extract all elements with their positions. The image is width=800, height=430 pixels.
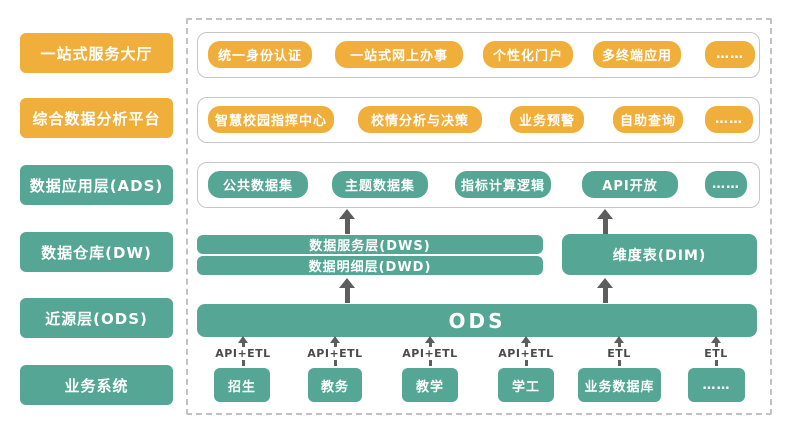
arrow-head-icon (521, 336, 531, 343)
source-student-affairs: 学工 (498, 368, 554, 402)
bar-dim: 维度表(DIM) (562, 234, 757, 275)
arrow-head-icon (425, 336, 435, 343)
connector-etl-5: ETL (579, 336, 659, 370)
sidebar-item-ads-layer: 数据应用层(ADS) (20, 165, 173, 205)
arrow-head-icon (238, 336, 248, 343)
etl-label: API+ETL (215, 347, 271, 360)
node-business-alert: 业务预警 (510, 106, 584, 133)
arrow-ods-to-dim (597, 278, 613, 303)
bar-dwd: 数据明细层(DWD) (197, 256, 543, 275)
node-metric-logic: 指标计算逻辑 (455, 171, 551, 198)
node-public-dataset: 公共数据集 (208, 171, 308, 198)
arrow-dim-to-ads (597, 209, 613, 234)
node-service-ellipsis: …… (705, 41, 755, 68)
sidebar-item-analysis-platform: 综合数据分析平台 (20, 98, 173, 138)
arrow-dws-to-ads (339, 209, 355, 234)
connector-etl-3: API+ETL (390, 336, 470, 370)
bar-dws: 数据服务层(DWS) (197, 235, 543, 254)
sidebar-item-service-hall: 一站式服务大厅 (20, 33, 173, 73)
platform-boundary (186, 18, 772, 415)
node-analysis-ellipsis: …… (705, 106, 753, 133)
source-academic-affairs: 教务 (308, 368, 362, 402)
node-decision-analysis: 校情分析与决策 (358, 106, 482, 133)
node-personal-portal: 个性化门户 (483, 41, 573, 68)
etl-label: API+ETL (307, 347, 363, 360)
node-ads-ellipsis: …… (705, 171, 747, 198)
source-admissions: 招生 (214, 368, 270, 402)
etl-label: ETL (704, 347, 728, 360)
arrow-head-icon (330, 336, 340, 343)
node-api-open: API开放 (582, 171, 678, 198)
node-multi-terminal: 多终端应用 (593, 41, 681, 68)
source-ellipsis: …… (688, 368, 745, 402)
connector-etl-6: ETL (676, 336, 756, 370)
source-teaching: 教学 (402, 368, 458, 402)
connector-etl-2: API+ETL (295, 336, 375, 370)
bar-ods: ODS (197, 304, 757, 337)
etl-label: API+ETL (498, 347, 554, 360)
sidebar-item-ods-layer: 近源层(ODS) (20, 298, 173, 338)
etl-label: ETL (607, 347, 631, 360)
arrow-head-icon (711, 336, 721, 343)
node-online-services: 一站式网上办事 (335, 41, 463, 68)
arrow-head-icon (614, 336, 624, 343)
source-business-db: 业务数据库 (578, 368, 661, 402)
arrow-ods-to-dwd (339, 278, 355, 303)
sidebar-item-business-systems: 业务系统 (20, 365, 173, 405)
connector-etl-4: API+ETL (486, 336, 566, 370)
node-self-query: 自助查询 (613, 106, 683, 133)
connector-etl-1: API+ETL (203, 336, 283, 370)
node-theme-dataset: 主题数据集 (332, 171, 428, 198)
sidebar-item-dw-layer: 数据仓库(DW) (20, 232, 173, 272)
node-unified-identity: 统一身份认证 (208, 41, 312, 68)
node-command-center: 智慧校园指挥中心 (208, 106, 334, 133)
etl-label: API+ETL (402, 347, 458, 360)
